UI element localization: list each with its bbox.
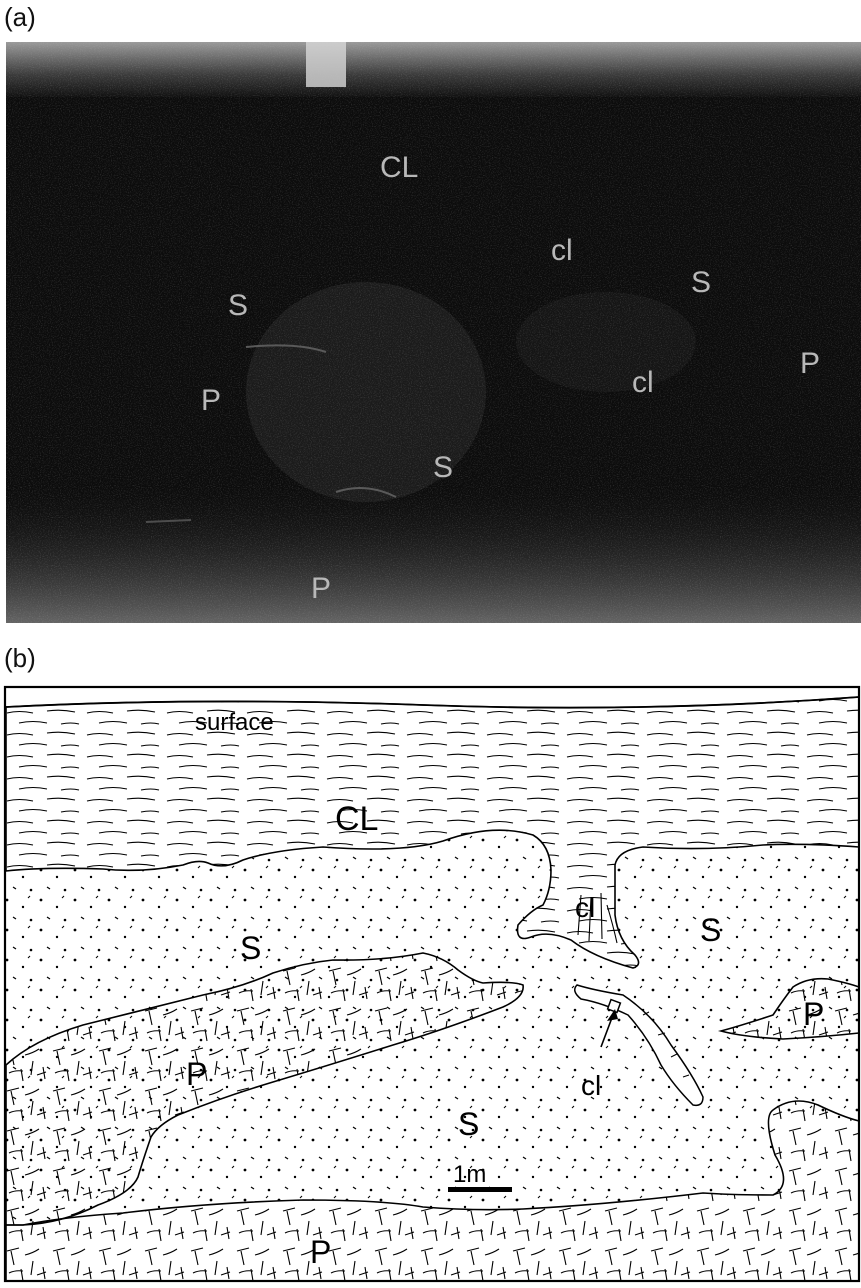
panel-b-letter: (b) [4,643,36,674]
label-cl-wedge: cl [575,892,595,923]
panel-a-letter: (a) [4,2,36,33]
photo-label-S: S [433,451,453,484]
label-S: S [700,912,721,948]
interpretive-sketch: surface CL cl S S P P S cl 1m P [3,685,861,1283]
photo-label-P: P [201,384,221,417]
photo-label-cl: cl [632,366,654,399]
label-P: P [803,996,824,1032]
label-scale: 1m [453,1161,486,1188]
photo-label-P: P [800,347,820,380]
label-S: S [240,930,261,966]
photo-label-S: S [691,266,711,299]
label-P: P [310,1234,331,1270]
label-S: S [458,1106,479,1142]
scale-bar [448,1187,512,1192]
photo-label-P: P [311,572,331,605]
field-photograph: CL cl S S cl P P S P [6,42,861,623]
sample-marker [608,1000,621,1013]
photo-label-cl: cl [551,234,573,267]
label-CL: CL [335,800,378,838]
label-surface: surface [195,709,274,736]
label-P: P [186,1056,207,1092]
photo-label-CL: CL [380,151,418,184]
label-cl-vein: cl [581,1070,601,1101]
photo-label-S: S [228,289,248,322]
